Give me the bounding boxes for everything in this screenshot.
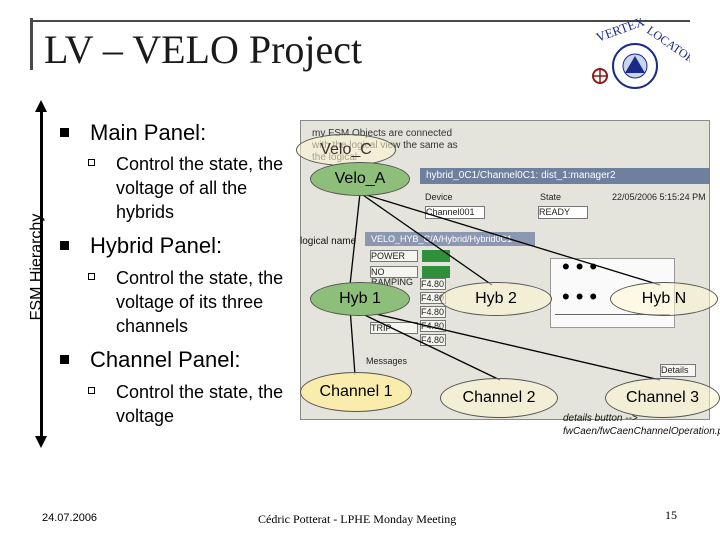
hollow-square-bullet-icon	[88, 273, 95, 280]
footer-presenter: Cédric Potterat - LPHE Monday Meeting	[258, 512, 457, 526]
node-hybrid-n[interactable]: Hyb N	[610, 282, 718, 316]
logical-name-label: logical name	[300, 236, 357, 247]
bullet-hybrid-panel: Hybrid Panel:	[60, 233, 223, 259]
bullet-channel-panel: Channel Panel:	[60, 347, 241, 373]
node-hybrid-2[interactable]: Hyb 2	[440, 282, 552, 316]
details-note: details button --> fwCaen/fwCaenChannelO…	[563, 412, 720, 438]
voltage-cell: F4.80	[420, 292, 446, 304]
sub-bullet-text: Control the state, the voltage	[116, 382, 284, 426]
device-label: Device	[425, 192, 453, 202]
node-channel-3[interactable]: Channel 3	[605, 378, 720, 418]
sub-bullet-text: Control the state, the voltage of all th…	[116, 154, 284, 222]
footer-date: 24.07.2006	[42, 512, 98, 524]
bullet-main-panel: Main Panel:	[60, 120, 207, 146]
state-label: State	[540, 192, 562, 202]
node-velo-a[interactable]: Velo_A	[310, 162, 410, 196]
details-button[interactable]: Details	[660, 364, 696, 377]
state-field[interactable]: READY	[538, 206, 588, 219]
hollow-square-bullet-icon	[88, 159, 95, 166]
panel-subbar: VELO_HYB_C/A/Hybrid/Hybrid0C1	[365, 232, 535, 246]
title-rule-horizontal	[30, 20, 690, 22]
arrow-head-up-icon	[35, 100, 47, 112]
square-bullet-icon	[60, 355, 69, 364]
status-led	[422, 266, 450, 278]
sub-bullet-text: Control the state, the voltage of its th…	[116, 268, 284, 336]
title-rule-vertical	[30, 18, 33, 70]
slide-title: LV – VELO Project	[44, 27, 363, 72]
date-readout: 22/05/2006 5:15:24 PM	[612, 192, 706, 202]
fsm-hierarchy-arrow	[40, 108, 43, 440]
cell-power[interactable]: POWER	[370, 250, 418, 262]
messages-label: Messages	[366, 356, 408, 366]
cell-no-ramping[interactable]: NO RAMPING	[370, 266, 418, 287]
node-channel-1[interactable]: Channel 1	[300, 372, 412, 412]
hollow-square-bullet-icon	[88, 387, 95, 394]
node-channel-2[interactable]: Channel 2	[440, 378, 558, 418]
panel-window-title: hybrid_0C1/Channel0C1: dist_1:manager2	[420, 168, 710, 184]
node-hybrid-1[interactable]: Hyb 1	[310, 282, 410, 316]
trend-axis	[555, 314, 670, 324]
page-number: 15	[665, 508, 677, 522]
node-velo-c[interactable]: Velo_C	[296, 134, 396, 166]
ellipsis-upper: •••	[562, 254, 604, 279]
bullet-label: Channel Panel:	[90, 347, 241, 372]
bullet-label: Hybrid Panel:	[90, 233, 223, 258]
bullet-label: Main Panel:	[90, 120, 207, 145]
details-note-line-2: fwCaen/fwCaenChannelOperation.pnl	[563, 426, 720, 437]
sub-bullet-hybrid-panel: Control the state, the voltage of its th…	[88, 266, 286, 338]
voltage-cell: F4.80	[420, 306, 446, 318]
square-bullet-icon	[60, 128, 69, 137]
details-note-line-1: details button -->	[563, 413, 638, 424]
sub-bullet-channel-panel: Control the state, the voltage	[88, 380, 286, 428]
cell-trip[interactable]: TRIP	[370, 322, 418, 334]
sub-bullet-main-panel: Control the state, the voltage of all th…	[88, 152, 286, 224]
status-led	[422, 250, 450, 262]
vertex-locator-logo: VERTEX LOCATOR	[592, 18, 690, 89]
voltage-cell: F4.80	[420, 334, 446, 346]
voltage-cell: F4.80	[420, 278, 446, 290]
arrow-head-down-icon	[35, 436, 47, 448]
square-bullet-icon	[60, 241, 69, 250]
ellipsis-hybrids: •••	[562, 284, 604, 309]
